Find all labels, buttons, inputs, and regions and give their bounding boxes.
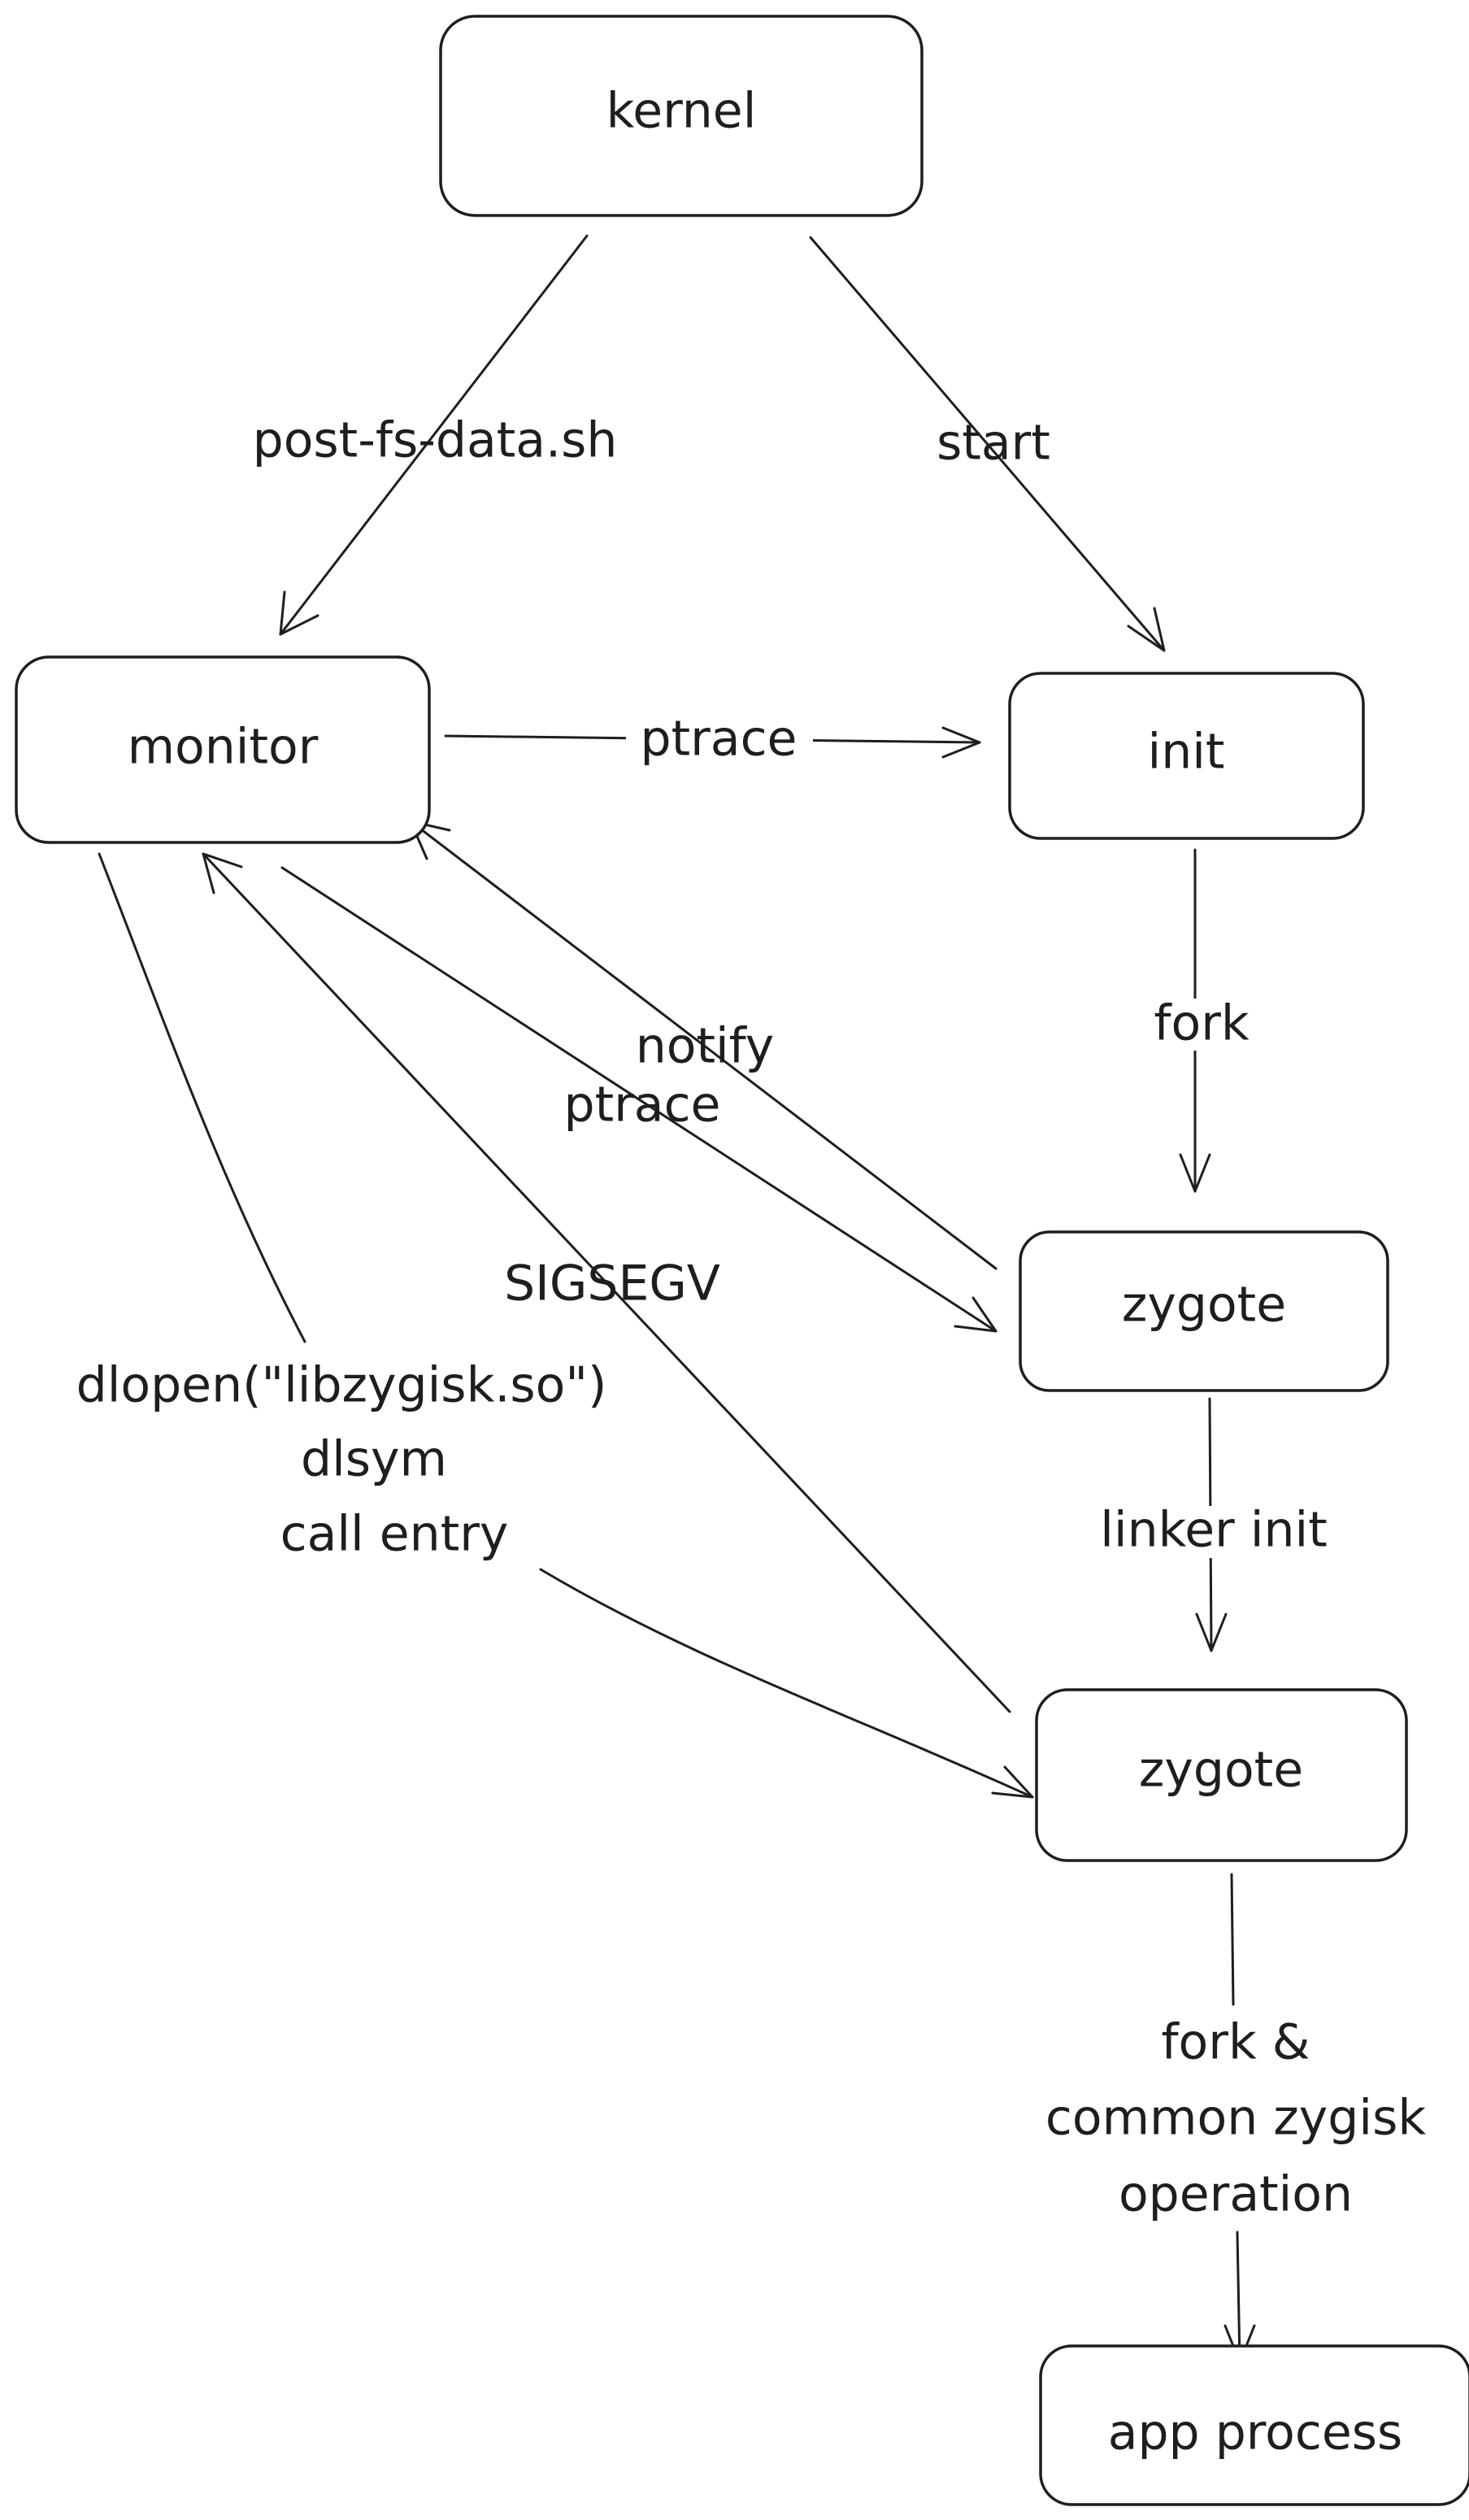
node-app-process: app process bbox=[1039, 2344, 1469, 2506]
edge-monitor-to-zygote-dlopen bbox=[98, 852, 1034, 1799]
edge-kernel-to-init bbox=[809, 236, 1166, 652]
label-ptrace-zygote: ptrace bbox=[564, 1077, 721, 1134]
label-fork-common: fork & common zygisk operation bbox=[1045, 2014, 1426, 2223]
node-monitor-label: monitor bbox=[128, 719, 319, 776]
label-linker-init: linker init bbox=[1100, 1502, 1328, 1559]
label-dlopen-line-2: dlsym bbox=[301, 1431, 447, 1488]
node-monitor: monitor bbox=[15, 655, 431, 844]
label-fork-common-line-1: fork & bbox=[1161, 2014, 1310, 2071]
edge-zygote-to-monitor-sigsegv bbox=[202, 852, 1011, 1713]
label-ptrace-init: ptrace bbox=[641, 711, 798, 768]
node-zygote-second: zygote bbox=[1035, 1688, 1408, 1862]
node-zygote-second-label: zygote bbox=[1139, 1742, 1303, 1799]
node-init-label: init bbox=[1148, 724, 1225, 781]
label-fork-common-line-2: common zygisk bbox=[1045, 2090, 1426, 2147]
node-kernel: kernel bbox=[439, 15, 924, 217]
label-start: start bbox=[937, 415, 1050, 472]
edge-monitor-to-zygote-ptrace bbox=[280, 866, 997, 1333]
label-dlopen-line-3: call entry bbox=[280, 1506, 509, 1563]
node-kernel-label: kernel bbox=[606, 83, 757, 140]
node-zygote-first: zygote bbox=[1019, 1230, 1389, 1392]
edge-kernel-to-monitor bbox=[279, 234, 589, 636]
node-init: init bbox=[1008, 672, 1365, 840]
node-app-process-label: app process bbox=[1108, 2405, 1403, 2461]
label-sigsegv: SIGSEGV bbox=[504, 1256, 720, 1312]
label-post-fs-data: post-fs-data.sh bbox=[253, 412, 618, 469]
node-zygote-first-label: zygote bbox=[1122, 1277, 1286, 1334]
label-dlopen-line-1: dlopen("libzygisk.so") bbox=[76, 1357, 607, 1414]
label-fork-common-line-3: operation bbox=[1119, 2166, 1353, 2223]
label-notify: notify bbox=[636, 1018, 775, 1075]
label-fork: fork bbox=[1154, 995, 1250, 1052]
label-dlopen: dlopen("libzygisk.so") dlsym call entry bbox=[76, 1357, 607, 1563]
